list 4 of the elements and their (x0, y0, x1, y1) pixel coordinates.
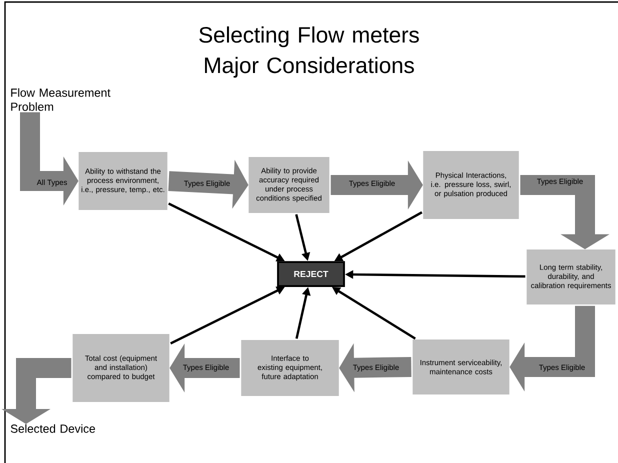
label-text: Selected Device (10, 424, 95, 433)
title: Selecting Flow meters Major Considerations (199, 26, 419, 78)
label-text: Flow Measurement Problem (11, 88, 110, 111)
reject-box: REJECT (277, 261, 345, 287)
